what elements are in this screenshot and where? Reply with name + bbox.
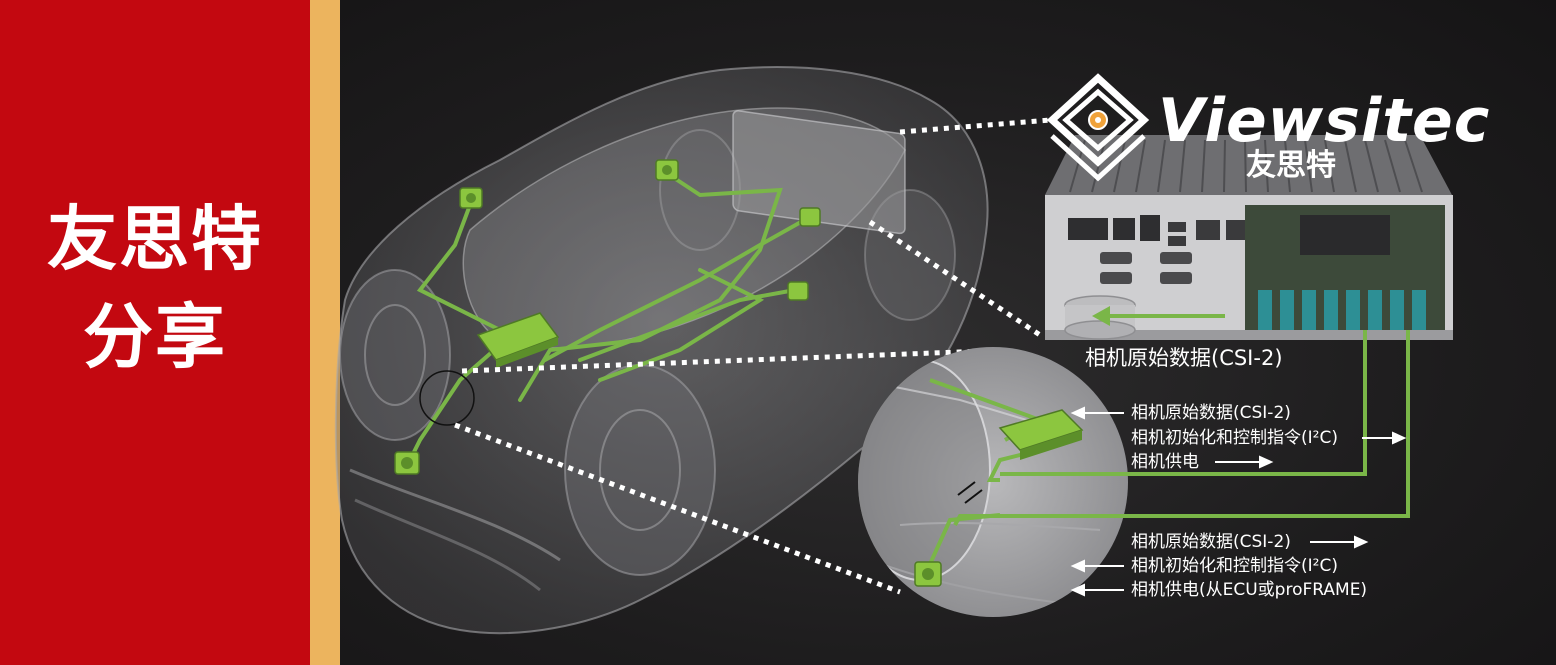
red-side-panel	[0, 0, 310, 665]
upper-power-label: 相机供电	[1131, 452, 1199, 472]
label-arrows	[1070, 406, 1407, 597]
camera-module-icon	[655, 159, 679, 181]
viewsitec-logo-icon	[1046, 73, 1150, 182]
camera-module-icon	[914, 561, 942, 587]
camera-module-icon	[459, 187, 483, 209]
camera-module-icon	[799, 207, 821, 227]
serializer-module-icon	[998, 409, 1084, 460]
brand-subtitle: 友思特	[1246, 148, 1336, 183]
camera-module-icon	[787, 281, 809, 301]
upper-init-control-label: 相机初始化和控制指令(I²C)	[1131, 428, 1338, 448]
upper-raw-data-label: 相机原始数据(CSI-2)	[1131, 403, 1291, 423]
car-body	[334, 66, 989, 635]
ecu-box	[1045, 135, 1453, 340]
side-title: 友思特 分享	[0, 190, 310, 386]
camera-module-icon	[394, 451, 420, 475]
break-mark-icon	[957, 481, 983, 504]
lower-init-control-label: 相机初始化和控制指令(I²C)	[1131, 556, 1338, 576]
gold-divider-stripe	[310, 0, 340, 665]
side-title-line1: 友思特	[47, 198, 263, 280]
side-title-line2: 分享	[83, 296, 227, 378]
lower-power-label: 相机供电(从ECU或proFRAME)	[1131, 580, 1368, 600]
ecu-wires	[953, 330, 1410, 526]
leader-lines	[454, 117, 1051, 595]
zoom-detail-circle	[858, 347, 1128, 617]
brand-logo: Viewsitec 友思特	[1048, 78, 1489, 188]
serializer-module-icon	[476, 312, 560, 368]
lower-raw-data-label: 相机原始数据(CSI-2)	[1131, 532, 1291, 552]
zoom-source-circle	[419, 370, 475, 426]
brand-name: Viewsitec	[1158, 86, 1491, 156]
ecu-caption: 相机原始数据(CSI-2)	[1085, 346, 1283, 370]
